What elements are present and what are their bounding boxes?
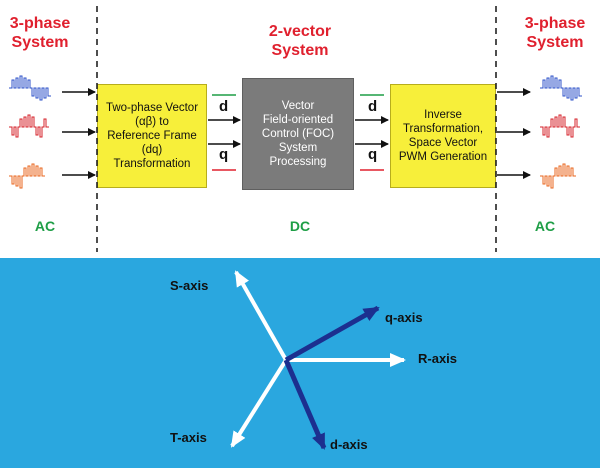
s-axis-label: S-axis [170,278,209,293]
d-axis-label: d-axis [330,437,368,452]
label-ac-left: AC [34,218,56,234]
signal-d-out: d [368,98,378,115]
inverse-transformation-block: Inverse Transformation, Space Vector PWM… [390,84,496,188]
waveform-right-orange [540,163,576,189]
foc-block: Vector Field-oriented Control (FOC) Syst… [242,78,354,190]
t-axis-label: T-axis [170,430,207,445]
waveform-right-blue [540,75,582,101]
label-ac-right: AC [534,218,556,234]
signal-d-in: d [219,98,229,115]
waveform-left-orange [9,163,45,189]
signal-q-in: q [219,146,229,163]
waveform-left-blue [9,75,51,101]
s-axis-arrow [234,270,288,361]
q-axis-arrow [284,305,380,363]
t-axis-arrow [230,358,288,448]
signal-q-out: q [368,146,378,163]
waveform-left-red [9,114,49,138]
r-axis-label: R-axis [418,351,458,366]
axis-panel [0,258,600,468]
d-axis-arrow [283,359,327,450]
label-dc: DC [289,218,311,234]
q-axis-label: q-axis [385,310,423,325]
clarke-park-block: Two-phase Vector (αβ) to Reference Frame… [97,84,207,188]
waveform-right-red [540,114,580,138]
